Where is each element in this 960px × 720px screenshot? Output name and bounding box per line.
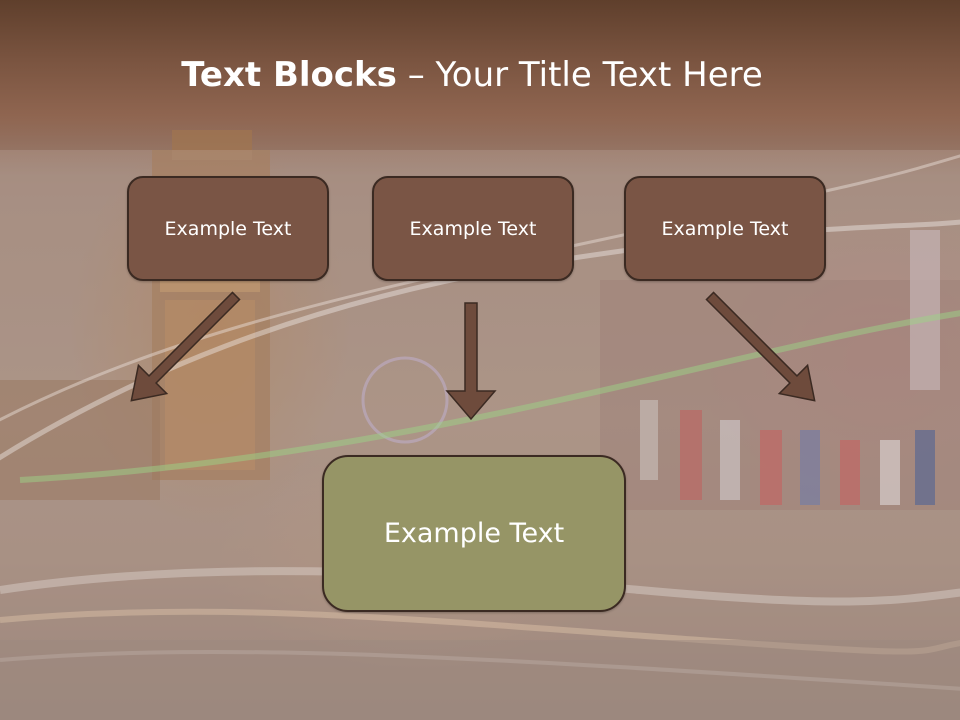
main-text-block-label: Example Text bbox=[383, 518, 565, 549]
title-dash: – bbox=[396, 55, 436, 95]
slide-title: Text Blocks – Your Title Text Here bbox=[0, 52, 944, 98]
text-block-2[interactable]: Example Text bbox=[372, 176, 574, 281]
title-bold-part: Text Blocks bbox=[181, 55, 397, 95]
main-text-block[interactable]: Example Text bbox=[322, 455, 626, 612]
text-block-1-label: Example Text bbox=[164, 217, 292, 240]
text-block-3-label: Example Text bbox=[661, 217, 789, 240]
flags-row bbox=[640, 230, 940, 505]
text-block-2-label: Example Text bbox=[409, 217, 537, 240]
text-block-3[interactable]: Example Text bbox=[624, 176, 826, 281]
text-block-1[interactable]: Example Text bbox=[127, 176, 329, 281]
title-rest: Your Title Text Here bbox=[435, 55, 763, 95]
